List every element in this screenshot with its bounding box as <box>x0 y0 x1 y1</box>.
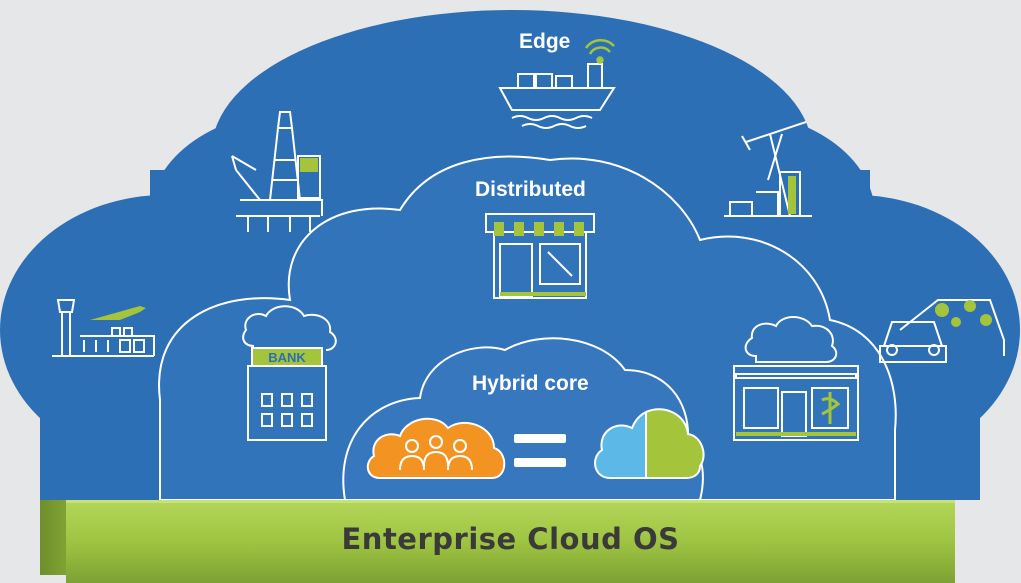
antenna-signal-icon <box>584 39 615 64</box>
enterprise-cloud-os-banner-label: Enterprise Cloud OS <box>341 522 680 556</box>
edge-layer-label: Edge <box>519 30 571 53</box>
military-jeep-icon <box>879 321 947 363</box>
pump-tank-icon <box>788 176 796 214</box>
airplane-icon <box>90 306 146 320</box>
bank-sign-board <box>251 347 323 367</box>
caduceus-icon <box>821 392 841 424</box>
rig-module-icon <box>300 158 318 172</box>
distributed-layer-label: Distributed <box>475 178 586 201</box>
middle-cloud-distributed <box>158 155 897 501</box>
cargo-ship-icon <box>498 63 616 129</box>
pump-jack-icon <box>724 121 812 217</box>
field-tent-icon <box>899 299 1005 356</box>
public-cloud-icon <box>594 408 705 479</box>
banner-top-edge <box>66 500 955 503</box>
private-cloud-icon <box>366 417 506 479</box>
clinic-green-stripe <box>736 432 856 436</box>
airport-icon <box>52 299 155 357</box>
bank-sign-text: BANK <box>268 350 306 365</box>
oil-rig-icon <box>231 111 323 232</box>
store-awning-icon <box>494 222 586 296</box>
hybrid-core-label: Hybrid core <box>472 372 589 395</box>
bank-icon <box>242 305 337 441</box>
equals-icon <box>514 434 566 467</box>
banner-band <box>66 500 955 583</box>
